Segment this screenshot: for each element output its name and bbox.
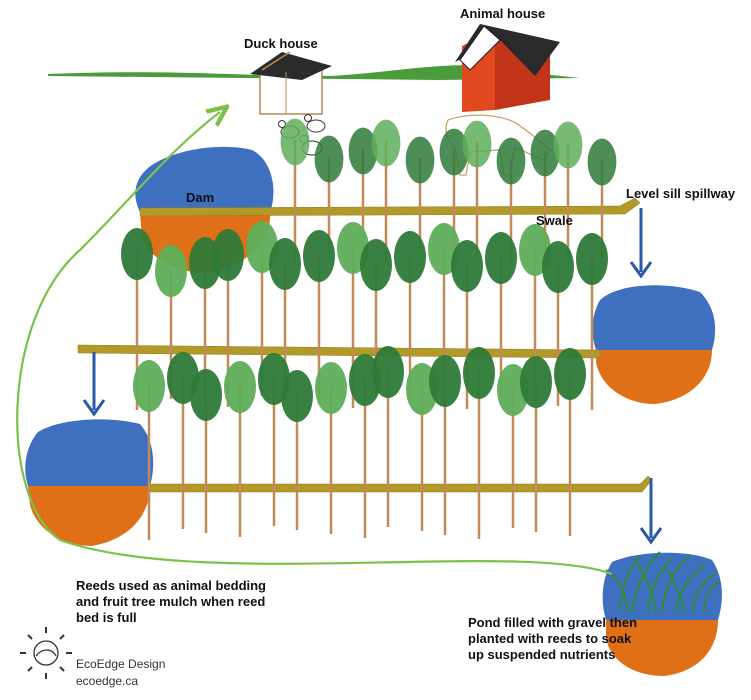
tree-crown [314, 135, 344, 183]
tree-crown [315, 362, 347, 414]
tree-crown [371, 119, 401, 167]
tree-crown [280, 118, 310, 166]
swale-label: Swale [536, 213, 573, 228]
reed-return-arrow [16, 112, 613, 576]
tree-crown [281, 370, 313, 422]
tree-crown [554, 348, 586, 400]
tree-crown [451, 240, 483, 292]
dam-label: Dam [186, 190, 215, 205]
animal-house-label: Animal house [460, 6, 546, 21]
tree-crown [429, 355, 461, 407]
tree-crown [462, 120, 492, 168]
tree-crown [553, 121, 583, 169]
tree-crown [520, 356, 552, 408]
tree-crown [121, 228, 153, 280]
tree-crown [269, 238, 301, 290]
brand-url: ecoedge.ca [76, 674, 139, 688]
tree-crown [405, 136, 435, 184]
horizon-grass [48, 65, 580, 80]
tree-crown [542, 241, 574, 293]
left-pond [25, 419, 154, 546]
tree-crown [394, 231, 426, 283]
ecoedge-logo-icon [20, 627, 72, 679]
tree-crown [190, 369, 222, 421]
brand-name: EcoEdge Design [76, 657, 166, 671]
tree-crown [303, 230, 335, 282]
animal-house-icon [455, 24, 560, 112]
tree-crown [348, 127, 378, 175]
tree-crown [360, 239, 392, 291]
tree-crown [372, 346, 404, 398]
duck-house-icon [250, 51, 332, 115]
tree-crown [576, 233, 608, 285]
tree-crown [133, 360, 165, 412]
duck-house-label: Duck house [244, 36, 318, 51]
tree-crown [439, 128, 469, 176]
tree-crown [485, 232, 517, 284]
tree-crown [212, 229, 244, 281]
tree-crown [530, 129, 560, 177]
pond-note: Pond filled with gravel then planted wit… [468, 615, 638, 662]
right-pond [592, 285, 716, 404]
reeds-note: Reeds used as animal bedding and fruit t… [76, 578, 266, 625]
tree-crown [155, 245, 187, 297]
forest [121, 118, 617, 540]
reed-pond [602, 551, 722, 676]
level-sill-spillway-label: Level sill spillway [626, 186, 736, 201]
tree-crown [224, 361, 256, 413]
overflow-arrows [82, 208, 663, 545]
tree-crown [587, 138, 617, 186]
tree-crown [463, 347, 495, 399]
tree-crown [496, 137, 526, 185]
